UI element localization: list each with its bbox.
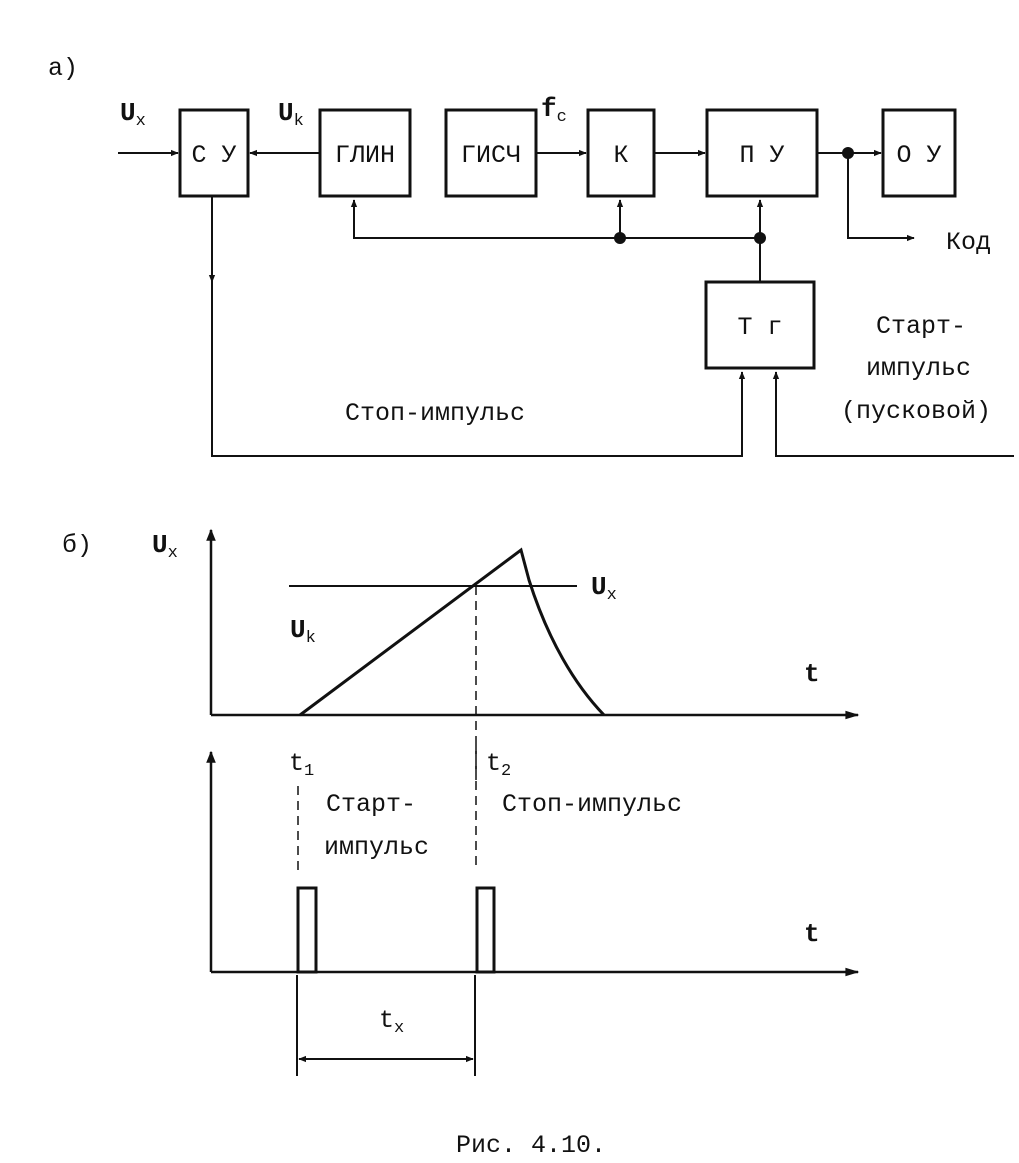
t1-label: t1 [289,749,314,781]
t2-label: t2 [486,749,511,781]
block-k: К [586,108,656,198]
start-impulse-label-3: (пусковой) [841,397,991,426]
start-pulse-label-1: Старт- [326,790,416,819]
uk-ramp-curve [299,547,606,717]
junction-k [614,232,626,244]
stop-impulse-label: Стоп-импульс [345,399,525,428]
block-tg: Т г [704,280,816,370]
ux-input-label: Ux [120,98,146,131]
fc-label: fc [541,94,567,127]
block-ou-label: О У [896,141,941,170]
uk-curve-label: Uk [290,615,316,648]
block-glin-label: ГЛИН [335,141,395,170]
lower-t-label: t [804,919,820,949]
block-pu-label: П У [739,141,784,170]
start-pulse [296,886,318,974]
stop-pulse [475,886,496,974]
block-glin: ГЛИН [318,108,412,198]
control-bus [350,199,761,282]
tx-label: tx [379,1006,404,1038]
junction-pu [754,232,766,244]
start-impulse-label-1: Старт- [876,312,966,341]
start-impulse-label-2: импульс [866,354,971,383]
block-su: С У [178,108,250,198]
uk-label: Uk [278,98,304,131]
stop-impulse-path [211,282,746,457]
start-pulse-label-2: импульс [324,833,429,862]
figure-caption: Рис. 4.10. [456,1131,606,1160]
block-tg-label: Т г [737,313,782,342]
stop-pulse-label: Стоп-импульс [502,790,682,819]
block-diagram: а) С У ГЛИН ГИСЧ К П У О У Т г [48,54,1014,457]
block-k-label: К [613,141,628,170]
ux-level-label: Ux [591,572,617,605]
block-gisch: ГИСЧ [444,108,538,198]
start-impulse-path [772,371,1014,457]
upper-y-axis-label: Ux [152,530,178,563]
block-ou: О У [881,108,957,198]
kod-label: Код [946,228,991,257]
block-pu: П У [705,108,819,198]
panel-b-label: б) [62,531,92,560]
block-gisch-label: ГИСЧ [461,141,521,170]
upper-t-label: t [804,659,820,689]
timing-diagram: б) Ux t Ux Uk t t1 t2 Старт- импульс Сто… [62,528,860,1076]
panel-a-label: а) [48,54,78,83]
block-su-label: С У [191,141,236,170]
kod-arrow [847,153,915,242]
